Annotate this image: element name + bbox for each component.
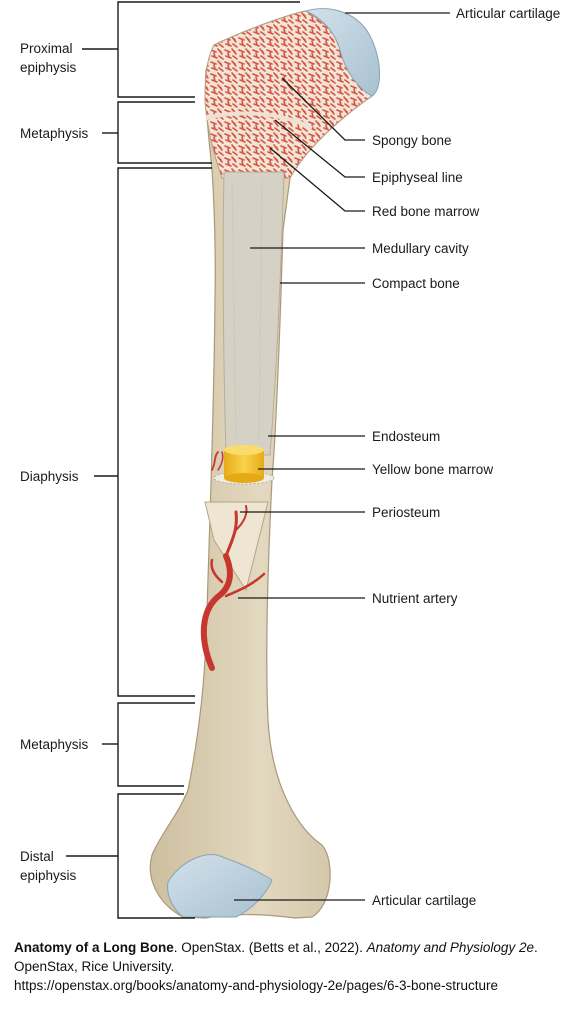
label-metaphysis-bottom: Metaphysis [20, 737, 89, 752]
label-distal-epiphysis-line2: epiphysis [20, 868, 77, 883]
spongy-bone-region [204, 10, 373, 179]
caption-url[interactable]: https://openstax.org/books/anatomy-and-p… [14, 978, 499, 993]
articular-cartilage-top-shape [304, 8, 380, 97]
label-medullary-cavity: Medullary cavity [372, 241, 469, 256]
label-proximal-epiphysis-line1: Proximal [20, 41, 73, 56]
medullary-cavity [222, 171, 285, 456]
caption-text2: . OpenStax, Rice University. [14, 940, 538, 974]
label-red-bone-marrow: Red bone marrow [372, 204, 480, 219]
label-articular-cartilage-bottom: Articular cartilage [372, 893, 476, 908]
label-compact-bone: Compact bone [372, 276, 460, 291]
yellow-bone-marrow-shape [213, 445, 275, 485]
label-spongy-bone: Spongy bone [372, 133, 452, 148]
caption-title: Anatomy of a Long Bone [14, 940, 174, 955]
label-yellow-bone-marrow: Yellow bone marrow [372, 462, 493, 477]
caption-book: Anatomy and Physiology 2e [366, 940, 534, 955]
left-brackets [66, 1, 300, 919]
label-articular-cartilage-top: Articular cartilage [456, 6, 560, 21]
caption-text1: . OpenStax. (Betts et al., 2022). [173, 940, 367, 955]
label-proximal-epiphysis-line2: epiphysis [20, 60, 77, 75]
label-nutrient-artery: Nutrient artery [372, 591, 458, 606]
label-distal-epiphysis-line1: Distal [20, 849, 54, 864]
label-epiphyseal-line: Epiphyseal line [372, 170, 463, 185]
label-diaphysis: Diaphysis [20, 469, 79, 484]
nutrient-artery-shape [200, 451, 266, 671]
label-endosteum: Endosteum [372, 429, 440, 444]
long-bone-diagram: Proximal epiphysis Metaphysis Diaphysis … [20, 1, 560, 919]
right-leaders [234, 12, 450, 901]
articular-cartilage-bottom-shape [167, 854, 273, 918]
epiphyseal-line [205, 111, 313, 130]
label-periosteum: Periosteum [372, 505, 440, 520]
label-metaphysis-top: Metaphysis [20, 126, 89, 141]
figure-caption: Anatomy of a Long Bone. OpenStax. (Betts… [14, 938, 559, 995]
periosteum-wedge [204, 501, 269, 592]
